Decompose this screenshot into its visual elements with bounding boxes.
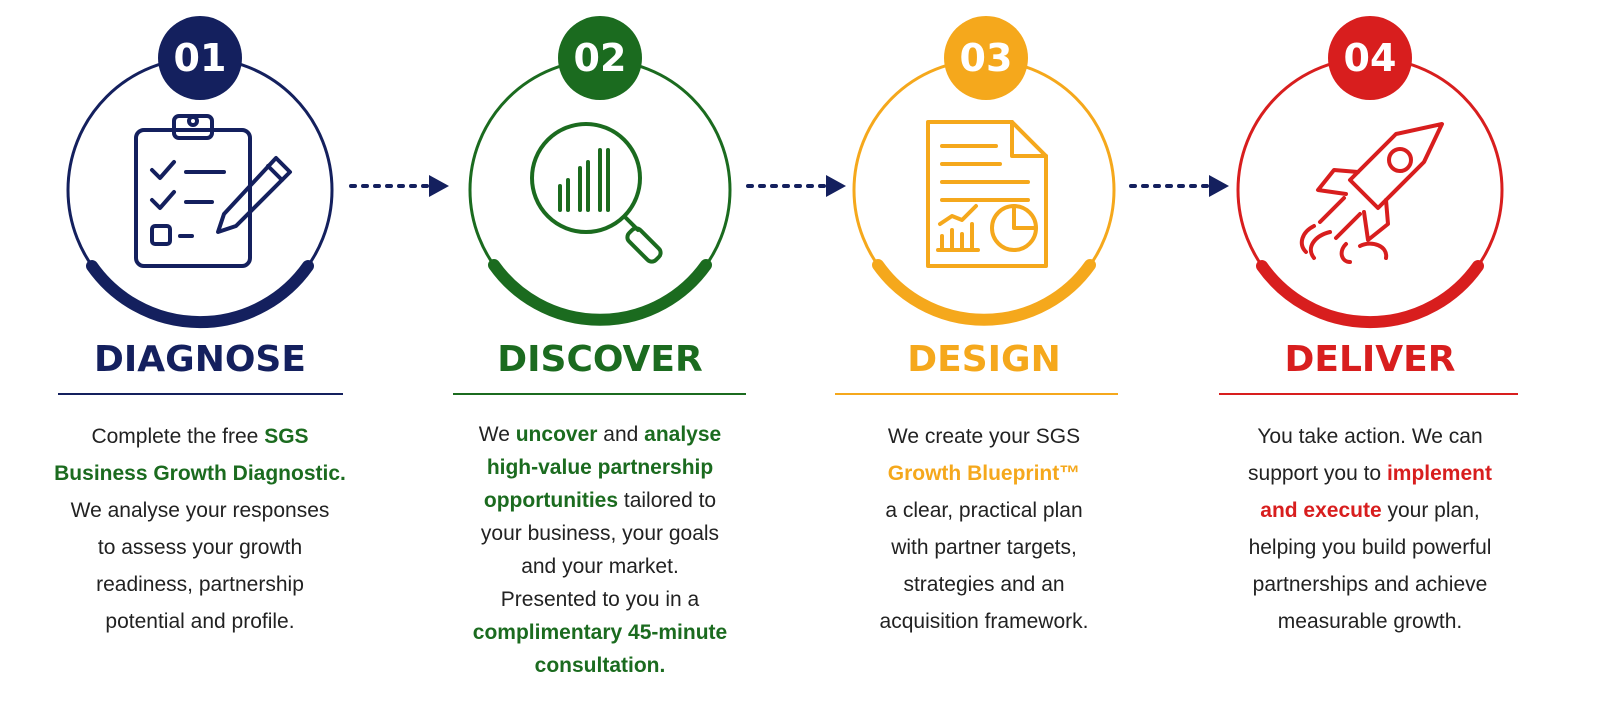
step-description: Complete the free SGS Business Growth Dia…	[40, 418, 360, 640]
dotted-arrow-icon	[1129, 175, 1229, 197]
description-line: We create your SGS	[824, 418, 1144, 455]
description-text: with partner targets,	[891, 536, 1077, 559]
description-line: strategies and an	[824, 566, 1144, 603]
title-underline	[58, 393, 343, 395]
step-title: DIAGNOSE	[94, 339, 306, 380]
description-line: with partner targets,	[824, 529, 1144, 566]
description-line: You take action. We can	[1210, 418, 1530, 455]
description-line: opportunities tailored to	[440, 484, 760, 517]
magnifier-chart-icon	[530, 122, 663, 264]
step-number-badge: 02	[558, 16, 642, 100]
description-text: readiness, partnership	[96, 573, 304, 596]
description-text: We	[478, 423, 516, 446]
description-text: your plan,	[1381, 499, 1480, 522]
description-text: a clear, practical plan	[885, 499, 1083, 522]
highlighted-text: uncover	[515, 423, 598, 446]
highlighted-text: consultation.	[534, 654, 666, 677]
description-text: We create your SGS	[887, 425, 1081, 448]
report-document-icon	[926, 120, 1048, 268]
description-line: complimentary 45-minute	[440, 616, 760, 649]
step-deliver: 04 DELIVER You take action. We can suppor…	[1210, 0, 1530, 724]
description-line: partnerships and achieve	[1210, 566, 1530, 603]
description-line: and your market.	[440, 550, 760, 583]
description-text: You take action. We can	[1257, 425, 1483, 448]
description-text: We analyse your responses	[70, 499, 330, 522]
description-line: consultation.	[440, 649, 760, 682]
highlighted-text: implement	[1386, 462, 1492, 485]
title-underline	[1219, 393, 1518, 395]
description-text: to assess your growth	[97, 536, 303, 559]
clipboard-checklist-icon	[134, 114, 292, 268]
description-line: Business Growth Diagnostic.	[40, 455, 360, 492]
step-number-badge: 03	[944, 16, 1028, 100]
description-line: We analyse your responses	[40, 492, 360, 529]
description-line: potential and profile.	[40, 603, 360, 640]
description-line: We uncover and analyse	[440, 418, 760, 451]
highlighted-text: analyse	[644, 423, 722, 446]
description-line: Presented to you in a	[440, 583, 760, 616]
dotted-arrow-icon	[746, 175, 846, 197]
step-discover: 02 DISCOVER We uncover and analyse high-v…	[440, 0, 760, 724]
title-underline	[835, 393, 1118, 395]
description-text: partnerships and achieve	[1252, 573, 1488, 596]
step-number-badge: 01	[158, 16, 242, 100]
highlighted-text: high-value partnership	[486, 456, 714, 479]
step-ring	[1236, 56, 1504, 329]
description-text: measurable growth.	[1277, 610, 1463, 633]
description-line: acquisition framework.	[824, 603, 1144, 640]
description-line: helping you build powerful	[1210, 529, 1530, 566]
description-text: helping you build powerful	[1248, 536, 1492, 559]
step-ring	[852, 58, 1116, 326]
description-text: strategies and an	[903, 573, 1065, 596]
step-number-badge: 04	[1328, 16, 1412, 100]
description-text: and your market.	[521, 555, 679, 578]
description-text: and	[597, 423, 645, 446]
highlighted-text: complimentary 45-minute	[472, 621, 728, 644]
highlighted-text: Growth Blueprint™	[887, 462, 1081, 485]
description-line: your business, your goals	[440, 517, 760, 550]
step-ring	[66, 56, 334, 329]
step-title: DESIGN	[907, 339, 1061, 380]
step-diagnose: 01 DIAGNOSE Complete the free SGS Busines…	[40, 0, 360, 724]
description-text: Complete the free	[91, 425, 265, 448]
description-line: and execute your plan,	[1210, 492, 1530, 529]
rocket-icon	[1299, 122, 1444, 264]
highlighted-text: and execute	[1260, 499, 1382, 522]
step-description: We create your SGS Growth Blueprint™ a cle…	[824, 418, 1144, 640]
description-line: high-value partnership	[440, 451, 760, 484]
description-text: acquisition framework.	[879, 610, 1089, 633]
dotted-arrow-icon	[349, 175, 449, 197]
description-line: Growth Blueprint™	[824, 455, 1144, 492]
step-design: 03 DESIGN We create your SGS Growth Bluep…	[824, 0, 1144, 724]
description-text: support you to	[1248, 462, 1387, 485]
title-underline	[453, 393, 746, 395]
description-line: support you to implement	[1210, 455, 1530, 492]
description-text: tailored to	[618, 489, 717, 512]
step-description: You take action. We can support you to im…	[1210, 418, 1530, 640]
description-line: readiness, partnership	[40, 566, 360, 603]
step-title: DISCOVER	[497, 339, 703, 380]
step-title: DELIVER	[1284, 339, 1456, 380]
description-line: a clear, practical plan	[824, 492, 1144, 529]
description-line: measurable growth.	[1210, 603, 1530, 640]
step-description: We uncover and analyse high-value partner…	[440, 418, 760, 682]
description-text: potential and profile.	[105, 610, 295, 633]
highlighted-text: opportunities	[483, 489, 619, 512]
highlighted-text: Business Growth Diagnostic.	[54, 462, 346, 485]
description-text: Presented to you in a	[500, 588, 700, 611]
description-line: Complete the free SGS	[40, 418, 360, 455]
description-line: to assess your growth	[40, 529, 360, 566]
description-text: your business, your goals	[480, 522, 720, 545]
highlighted-text: SGS	[264, 425, 309, 448]
